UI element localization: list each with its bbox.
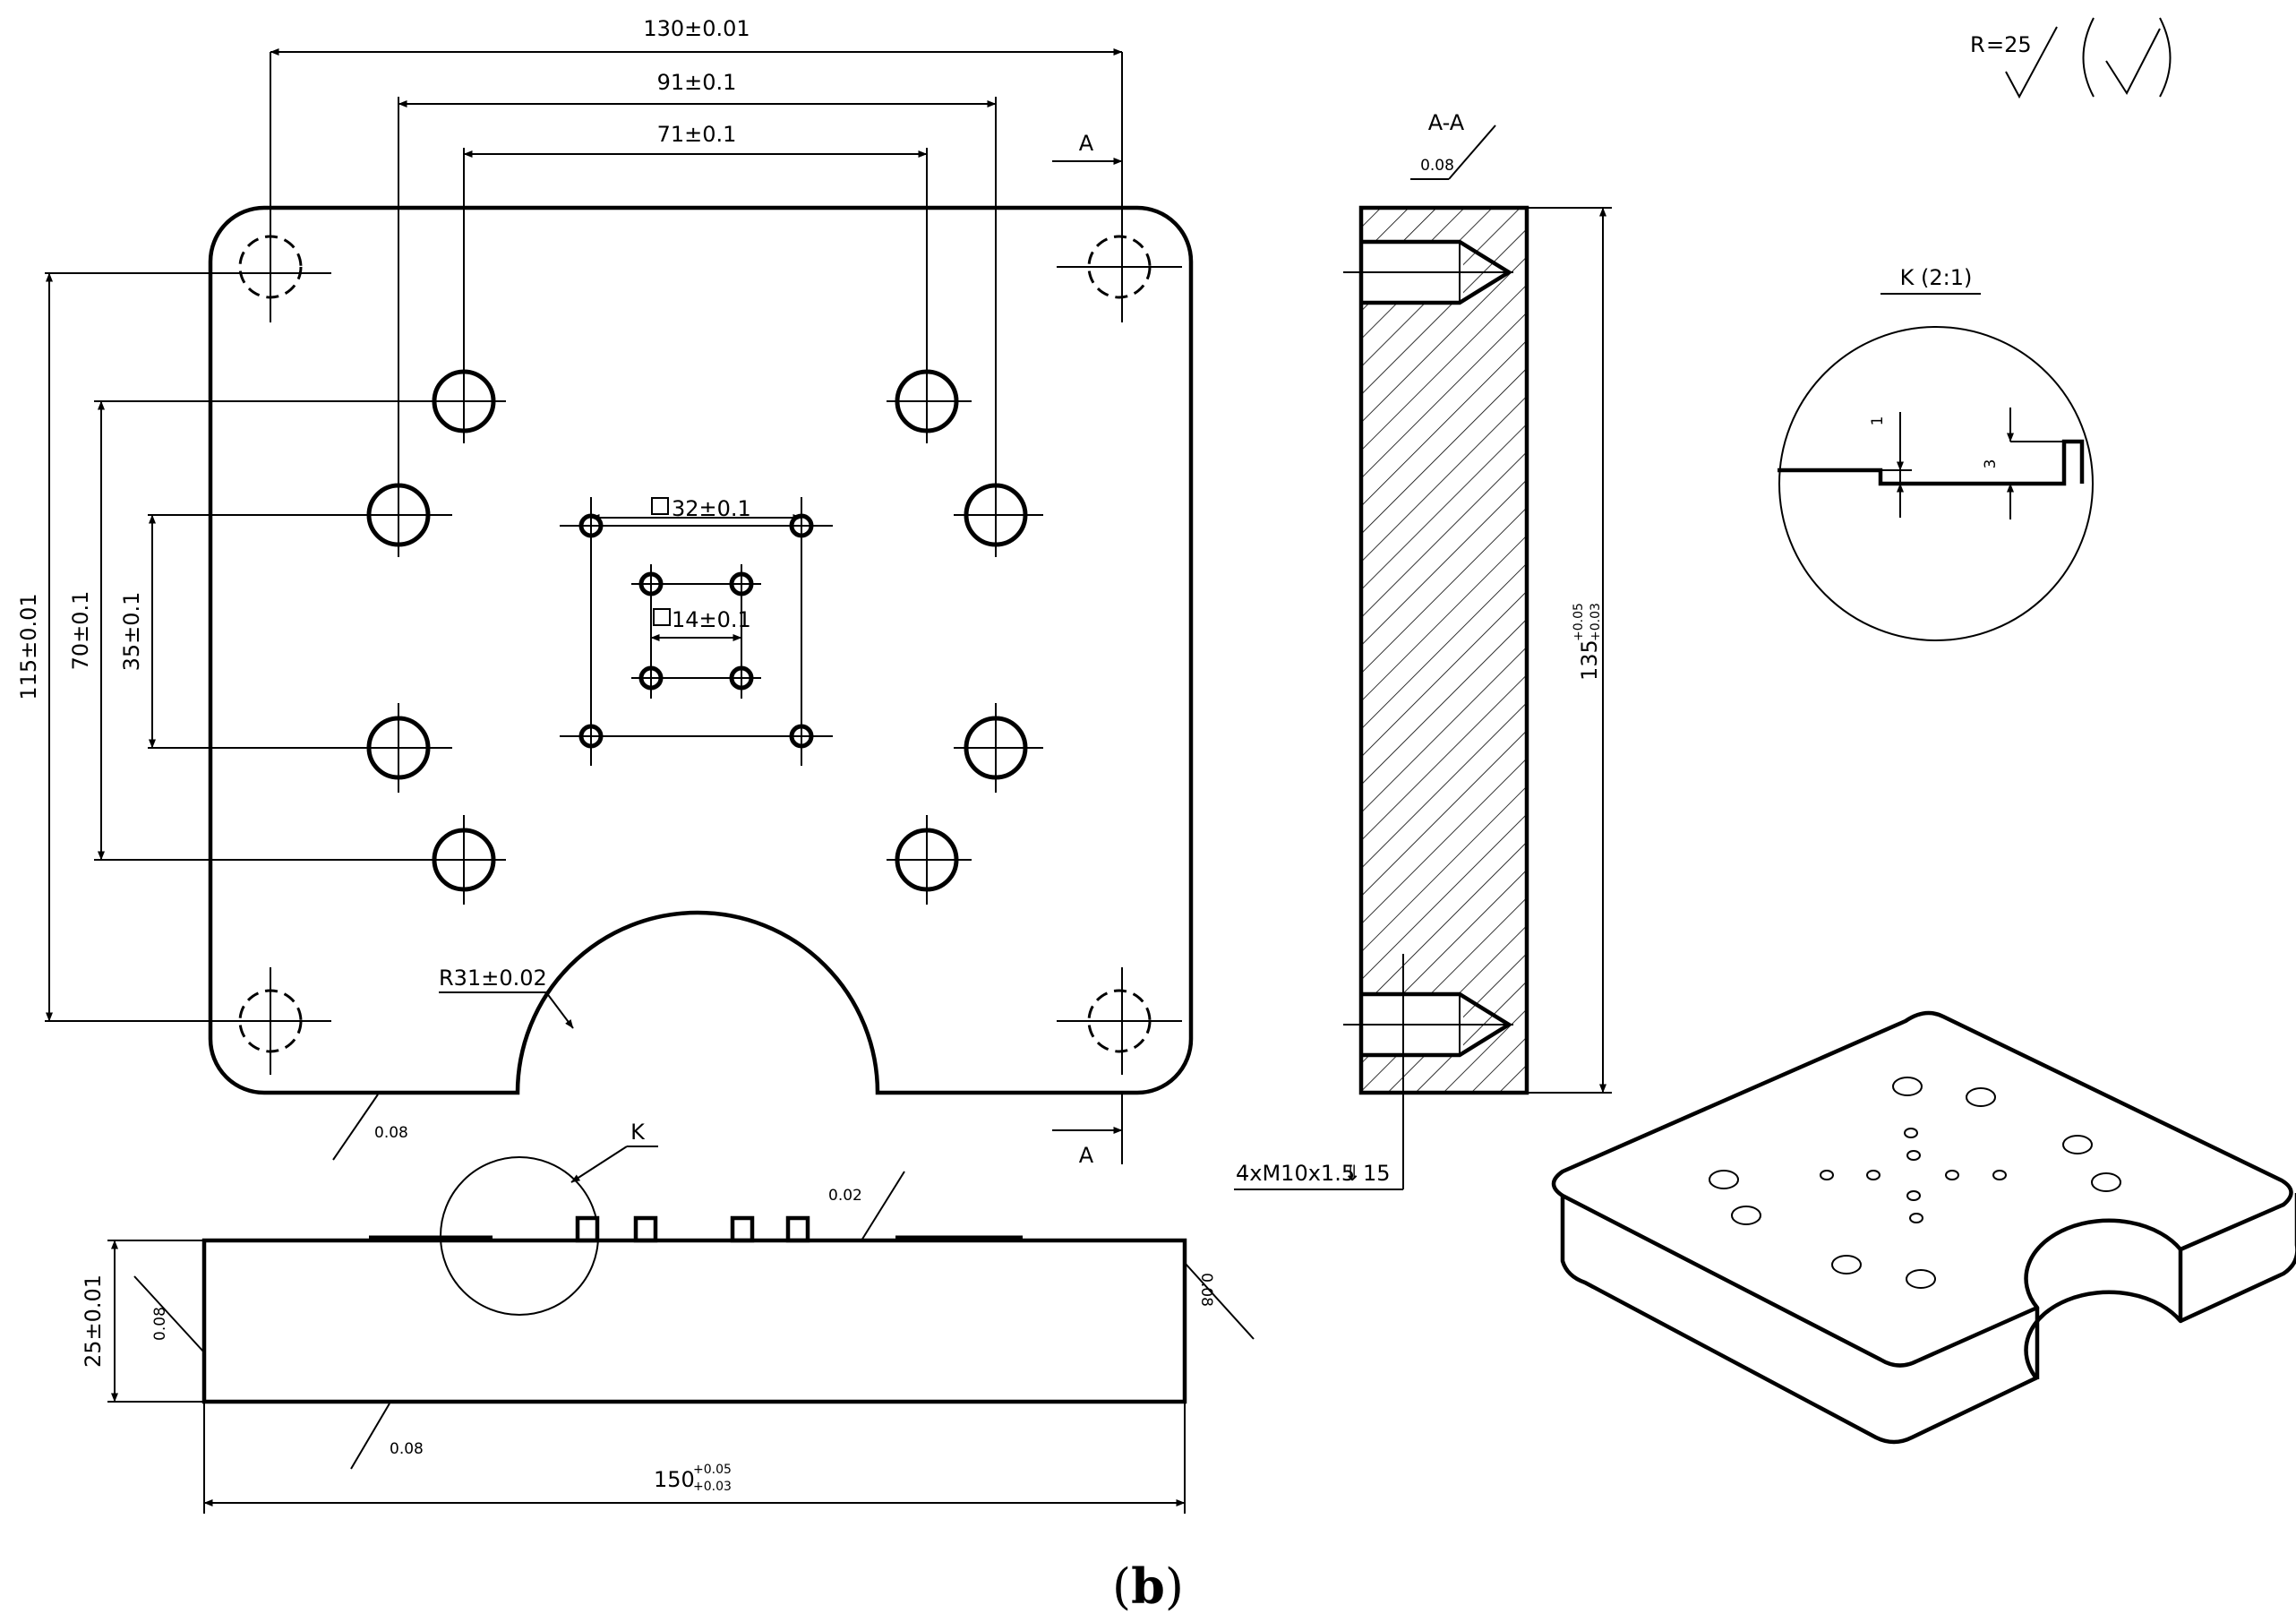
roughness-value-suffix: =25 xyxy=(1986,32,2032,57)
iso-holes xyxy=(1709,1077,2121,1289)
iso-cutout xyxy=(2024,1249,2183,1381)
roughness-value: R xyxy=(1970,32,1985,57)
dim-130: 130±0.01 xyxy=(643,16,750,41)
dim-70: 70±0.1 xyxy=(68,591,93,671)
tap-depth-symbol: ⇓ xyxy=(1343,1161,1361,1186)
figure-caption: (b) xyxy=(1112,1558,1184,1615)
dim-135-upper: +0.05 xyxy=(1572,603,1586,641)
detail-k: K (2:1) 1 3 xyxy=(1778,265,2094,641)
isometric-view xyxy=(1551,1010,2296,1445)
flatness-front-right: 0.08 xyxy=(1197,1273,1215,1307)
flatness-section: 0.08 xyxy=(1420,157,1454,175)
plate-side xyxy=(201,1238,1187,1404)
detail-k-dim-3: 3 xyxy=(1982,459,2000,469)
iso-top-face xyxy=(1551,1010,2293,1368)
plate-outline xyxy=(208,205,1194,1095)
detail-k-view xyxy=(1778,326,2094,641)
iso-front-left xyxy=(1560,1196,2038,1445)
dim-115: 115±0.01 xyxy=(16,593,41,699)
dim-35: 35±0.1 xyxy=(119,592,144,672)
flatness-front-bottom: 0.08 xyxy=(390,1440,424,1458)
section-marker-a-top: A xyxy=(1079,131,1094,156)
dim-91: 91±0.1 xyxy=(657,70,737,95)
large-holes xyxy=(94,97,1043,905)
section-a-a: A-A 0.08 135 +0.05 +0.03 4xM10x1.5 ⇓ 15 xyxy=(1234,110,1612,1190)
corner-tapped-holes xyxy=(45,52,1182,1075)
dim-150: 150 xyxy=(654,1467,695,1492)
tap-depth: 15 xyxy=(1363,1161,1391,1186)
detail-k-label: K xyxy=(630,1120,646,1145)
dim-135: 135 xyxy=(1577,639,1602,681)
dim-135-lower: +0.03 xyxy=(1589,603,1603,641)
detail-k-title: K (2:1) xyxy=(1900,265,1973,290)
dim-71: 71±0.1 xyxy=(657,122,737,147)
flatness-front-left: 0.08 xyxy=(151,1307,169,1341)
hole-pattern-14 xyxy=(631,564,761,699)
section-marker-a-bottom: A xyxy=(1079,1143,1094,1168)
section-title-aa: A-A xyxy=(1428,110,1465,135)
section-hatch xyxy=(1361,208,1527,1093)
dim-25: 25±0.01 xyxy=(81,1274,106,1368)
dim-square-32: 32±0.1 xyxy=(672,496,751,521)
tap-callout: 4xM10x1.5 xyxy=(1236,1161,1355,1186)
dim-square-14: 14±0.1 xyxy=(672,607,751,632)
roughness-symbol: R =25 xyxy=(1970,17,2172,99)
dim-r31: R31±0.02 xyxy=(439,965,547,991)
flatness-front-top: 0.02 xyxy=(828,1187,862,1205)
detail-k-dim-1: 1 xyxy=(1869,416,1887,426)
flatness-top-bottom: 0.08 xyxy=(374,1124,408,1142)
iso-front-right xyxy=(2180,1193,2296,1324)
dim-150-lower: +0.03 xyxy=(693,1480,732,1494)
top-view: 130±0.01 91±0.1 71±0.1 115±0.01 70±0.1 3… xyxy=(16,16,1194,1168)
front-view: K 0.02 25±0.01 0.08 0.08 0.08 150 +0.05 … xyxy=(81,1120,1255,1514)
dim-150-upper: +0.05 xyxy=(693,1463,732,1477)
detail-k-circle xyxy=(440,1156,599,1316)
